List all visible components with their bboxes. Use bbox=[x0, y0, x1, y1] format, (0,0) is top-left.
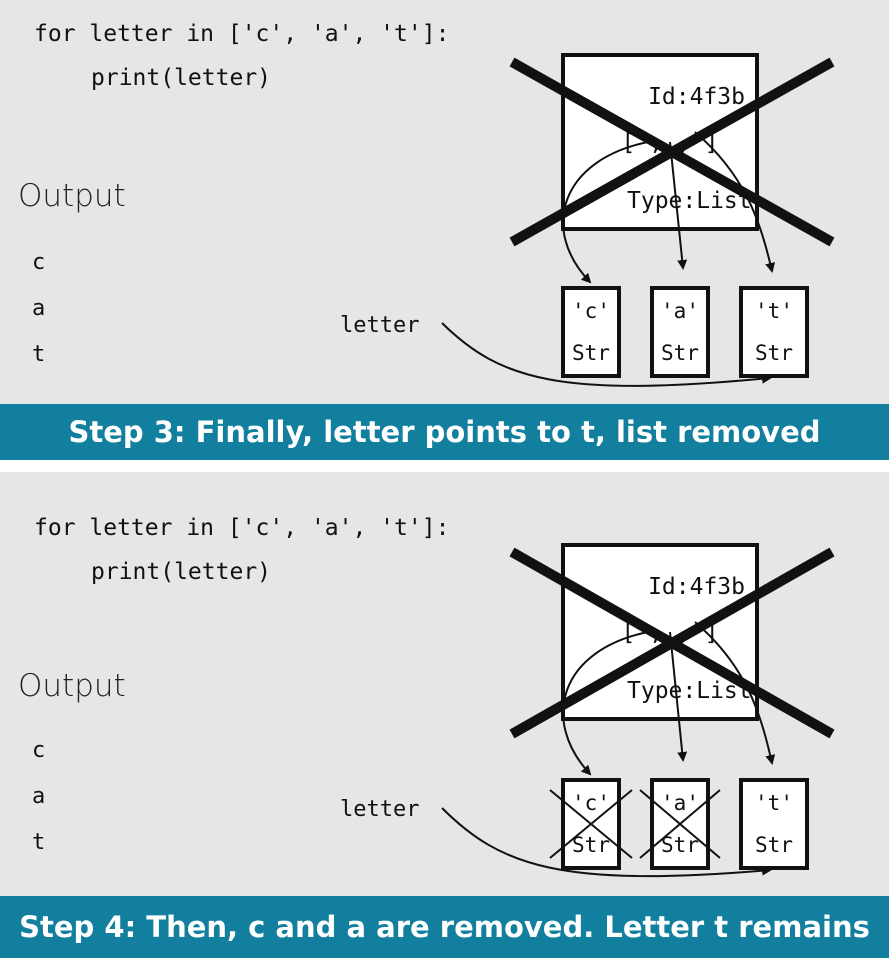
code-block: for letter in ['c', 'a', 't']: print(lett… bbox=[34, 506, 449, 594]
string-value: 'a' bbox=[661, 791, 699, 815]
variable-label: letter bbox=[340, 313, 420, 338]
pointer-arrow-c bbox=[562, 141, 649, 284]
memory-diagram: Id:4f3b [ , , ] Type:List 'c' Str 'a' St… bbox=[441, 543, 835, 878]
output-line: c bbox=[32, 250, 46, 275]
pointer-arrow-a bbox=[669, 631, 688, 762]
variable-pointer-arrow bbox=[441, 807, 772, 878]
output-lines: c a t bbox=[32, 240, 45, 378]
string-object-box bbox=[739, 778, 809, 870]
list-id: Id:4f3b bbox=[648, 84, 745, 110]
list-id: Id:4f3b bbox=[648, 574, 745, 600]
removed-cross-small bbox=[639, 789, 721, 859]
output-line: c bbox=[32, 738, 46, 763]
string-object-box bbox=[739, 286, 809, 378]
string-value: 'c' bbox=[572, 791, 610, 815]
step-caption: Step 4: Then, c and a are removed. Lette… bbox=[0, 896, 889, 958]
string-type: Str bbox=[755, 833, 793, 857]
code-line: for letter in ['c', 'a', 't']: bbox=[34, 515, 450, 541]
string-type: Str bbox=[661, 833, 699, 857]
string-type: Str bbox=[572, 833, 610, 857]
string-type: Str bbox=[572, 341, 610, 365]
variable-pointer-arrow bbox=[441, 322, 772, 387]
code-block: for letter in ['c', 'a', 't']: print(lett… bbox=[34, 12, 449, 100]
removed-cross bbox=[509, 57, 835, 247]
output-line: a bbox=[32, 784, 46, 809]
code-line: for letter in ['c', 'a', 't']: bbox=[34, 21, 450, 47]
output-line: t bbox=[32, 830, 46, 855]
string-value: 't' bbox=[755, 299, 793, 323]
output-heading: Output bbox=[18, 668, 126, 704]
string-value: 'c' bbox=[572, 299, 610, 323]
output-lines: c a t bbox=[32, 728, 45, 866]
string-value: 't' bbox=[755, 791, 793, 815]
removed-cross-small bbox=[549, 789, 633, 859]
output-line: a bbox=[32, 296, 46, 321]
list-type: Type:List bbox=[627, 678, 752, 704]
code-line: print(letter) bbox=[91, 559, 272, 585]
output-heading: Output bbox=[18, 178, 126, 214]
step-caption: Step 3: Finally, letter points to t, lis… bbox=[0, 404, 889, 460]
memory-diagram: Id:4f3b [ , , ] Type:List 'c' Str 'a' St… bbox=[441, 53, 835, 387]
string-value: 'a' bbox=[661, 299, 699, 323]
list-type: Type:List bbox=[627, 188, 752, 214]
string-object-box bbox=[561, 286, 621, 378]
variable-label: letter bbox=[340, 797, 420, 822]
string-type: Str bbox=[755, 341, 793, 365]
removed-cross bbox=[509, 547, 835, 739]
string-type: Str bbox=[661, 341, 699, 365]
code-line: print(letter) bbox=[91, 65, 272, 91]
string-object-box bbox=[650, 286, 710, 378]
pointer-arrow-c bbox=[562, 631, 649, 776]
pointer-arrow-a bbox=[669, 141, 688, 270]
output-line: t bbox=[32, 342, 46, 367]
